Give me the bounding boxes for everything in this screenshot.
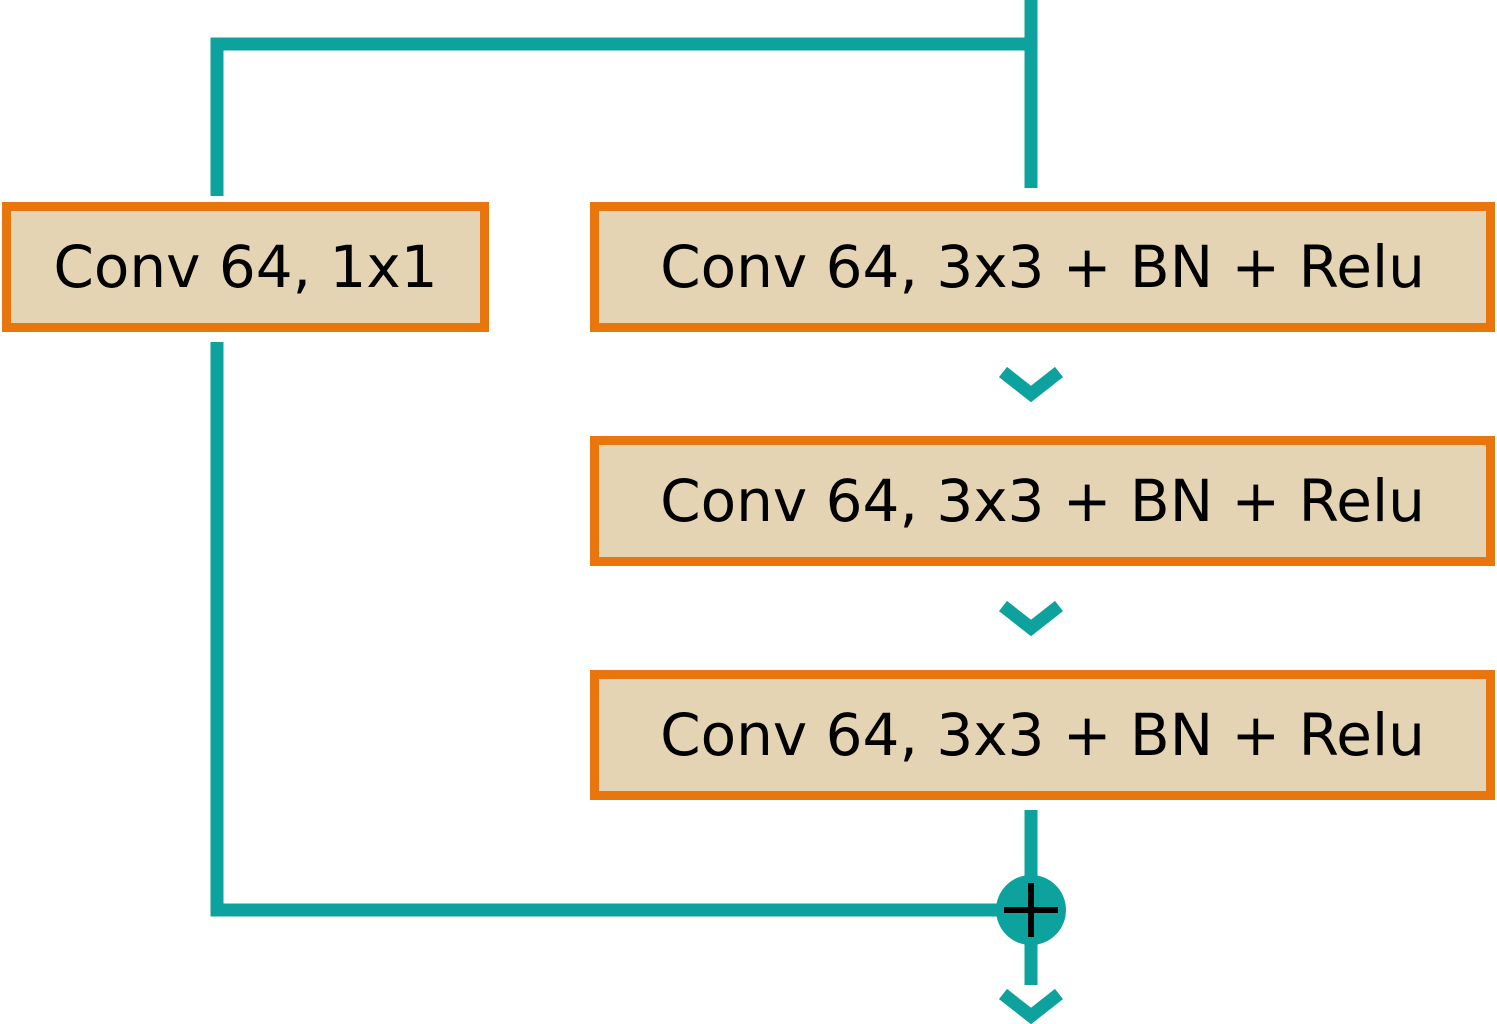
- conv-block-3: Conv 64, 3x3 + BN + Relu: [590, 670, 1495, 800]
- chevron-down-icon: [998, 600, 1064, 637]
- chevron-down-icon: [998, 366, 1064, 403]
- conv-block-2: Conv 64, 3x3 + BN + Relu: [590, 436, 1495, 566]
- add-circle-icon: [996, 875, 1066, 945]
- skip-conv-block: Conv 64, 1x1: [2, 202, 489, 332]
- connector-group: [210, 0, 1064, 1024]
- chevron-down-icon: [998, 988, 1064, 1024]
- skip-return-line: [210, 342, 1000, 917]
- conv-block-1: Conv 64, 3x3 + BN + Relu: [590, 202, 1495, 332]
- skip-split-line: [210, 37, 1031, 196]
